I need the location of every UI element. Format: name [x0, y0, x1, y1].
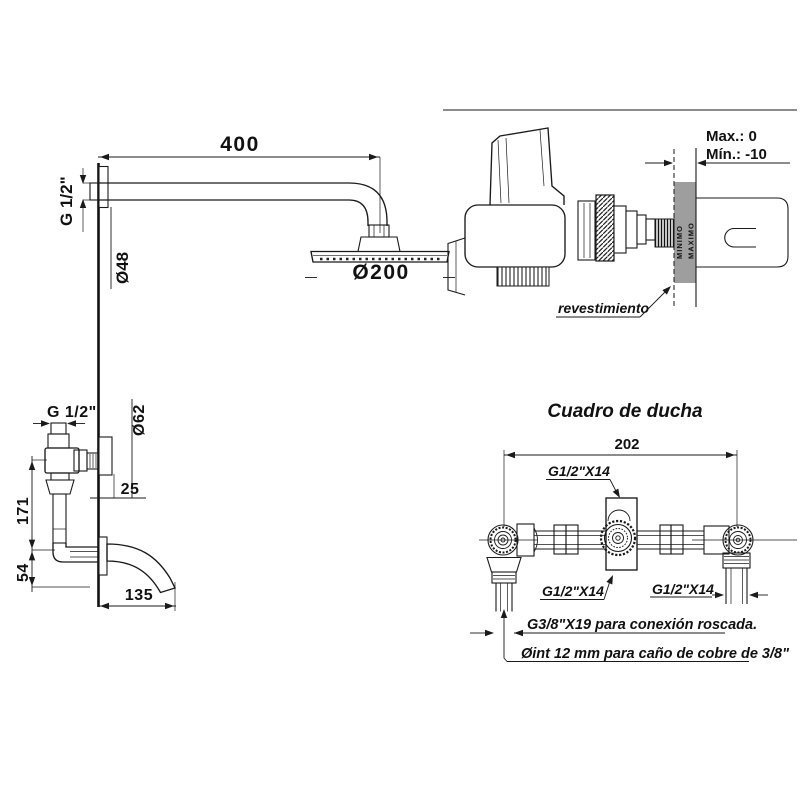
- dim-400-label: 400: [220, 133, 260, 156]
- splined-stem: [654, 218, 675, 248]
- min-depth-label: Mín.: -10: [706, 146, 767, 163]
- mixer-valve-body: [44, 422, 100, 563]
- body-knurl: [496, 266, 550, 287]
- wall-covering-callout: revestimiento: [556, 283, 674, 318]
- note-threaded-connection: G3/8"X19 para conexión roscada.: [470, 617, 757, 637]
- dimension-spout-thread: G 1/2": [33, 404, 97, 427]
- left-pipe: [534, 524, 606, 555]
- dim-arm-thread-label: G 1/2": [57, 176, 76, 226]
- thread-right-label: G1/2"X14: [652, 581, 714, 597]
- dimension-171-54: 171 54: [15, 456, 90, 592]
- dimension-arm-thread: G 1/2": [57, 168, 92, 232]
- mixer-escutcheon: [98, 436, 113, 476]
- right-pipe: [637, 524, 704, 555]
- shower-head: Ø200: [305, 250, 455, 284]
- figure-cuadro-de-ducha: Cuadro de ducha 202: [470, 401, 797, 662]
- band-maximo-label: MAXIMO: [687, 222, 696, 259]
- dim-202-label: 202: [614, 436, 639, 453]
- dim-135-label: 135: [125, 587, 153, 604]
- right-corner-valve: [692, 524, 797, 604]
- note-copper-pipe-label: Øint 12 mm para caño de cobre de 3/8": [521, 646, 790, 662]
- center-valve: [599, 497, 638, 571]
- dim-mixer-flange-label: Ø62: [131, 404, 148, 436]
- dim-25-label: 25: [121, 481, 140, 498]
- dim-arm-flange-label: Ø48: [113, 252, 132, 284]
- valve-body: [447, 127, 566, 296]
- note-threaded-connection-label: G3/8"X19 para conexión roscada.: [527, 617, 757, 633]
- callout-thread-right: G1/2"X14: [650, 581, 768, 599]
- shower-arm-pipe: [98, 182, 388, 226]
- arm-thread-stub: [89, 182, 99, 201]
- head-connector-cone: [357, 236, 401, 253]
- figure-spout-mixer: G 1/2" Ø62: [15, 399, 176, 611]
- cuadro-title: Cuadro de ducha: [547, 401, 703, 422]
- dimension-202: 202: [503, 436, 738, 527]
- max-depth-label: Max.: 0: [706, 128, 757, 145]
- mixer-hex-nut: [45, 479, 75, 495]
- band-minimo-label: MINIMO: [675, 225, 684, 259]
- cartridge: [577, 194, 675, 262]
- left-corner-valve: [479, 523, 538, 612]
- callout-thread-bottom: G1/2"X14: [540, 573, 616, 600]
- wall-covering-label: revestimiento: [558, 300, 649, 316]
- dim-171-label: 171: [15, 497, 32, 525]
- knurled-ring: [595, 194, 615, 262]
- wall-covering-band: [674, 182, 696, 283]
- head-connector-nut: [368, 224, 390, 238]
- dimension-arm-flange: Ø48: [110, 207, 132, 289]
- dim-head-dia-label: Ø200: [352, 261, 409, 284]
- figure-shower-arm: 400 Ø200 G 1/2": [57, 133, 455, 607]
- spout-escutcheon: [98, 536, 108, 576]
- dimension-wall-depth: [645, 159, 790, 167]
- figure-valve-section: Max.: 0 Mín.: -10 MINIMO MAXIMO: [443, 109, 797, 318]
- callout-thread-top: G1/2"X14: [546, 463, 623, 500]
- thread-top-label: G1/2"X14: [548, 463, 610, 479]
- dimension-135: 135: [98, 582, 176, 611]
- dim-54-label: 54: [15, 563, 32, 582]
- dim-spout-thread-label: G 1/2": [47, 404, 97, 421]
- note-copper-pipe: Øint 12 mm para caño de cobre de 3/8": [500, 609, 790, 662]
- spout-outlet: [106, 543, 176, 594]
- thread-bottom-label: G1/2"X14: [542, 583, 604, 599]
- handle-outline: [696, 197, 789, 268]
- dimension-mixer-flange: Ø62: [131, 399, 148, 498]
- dimension-25: 25: [90, 474, 146, 499]
- arm-escutcheon: [98, 165, 109, 209]
